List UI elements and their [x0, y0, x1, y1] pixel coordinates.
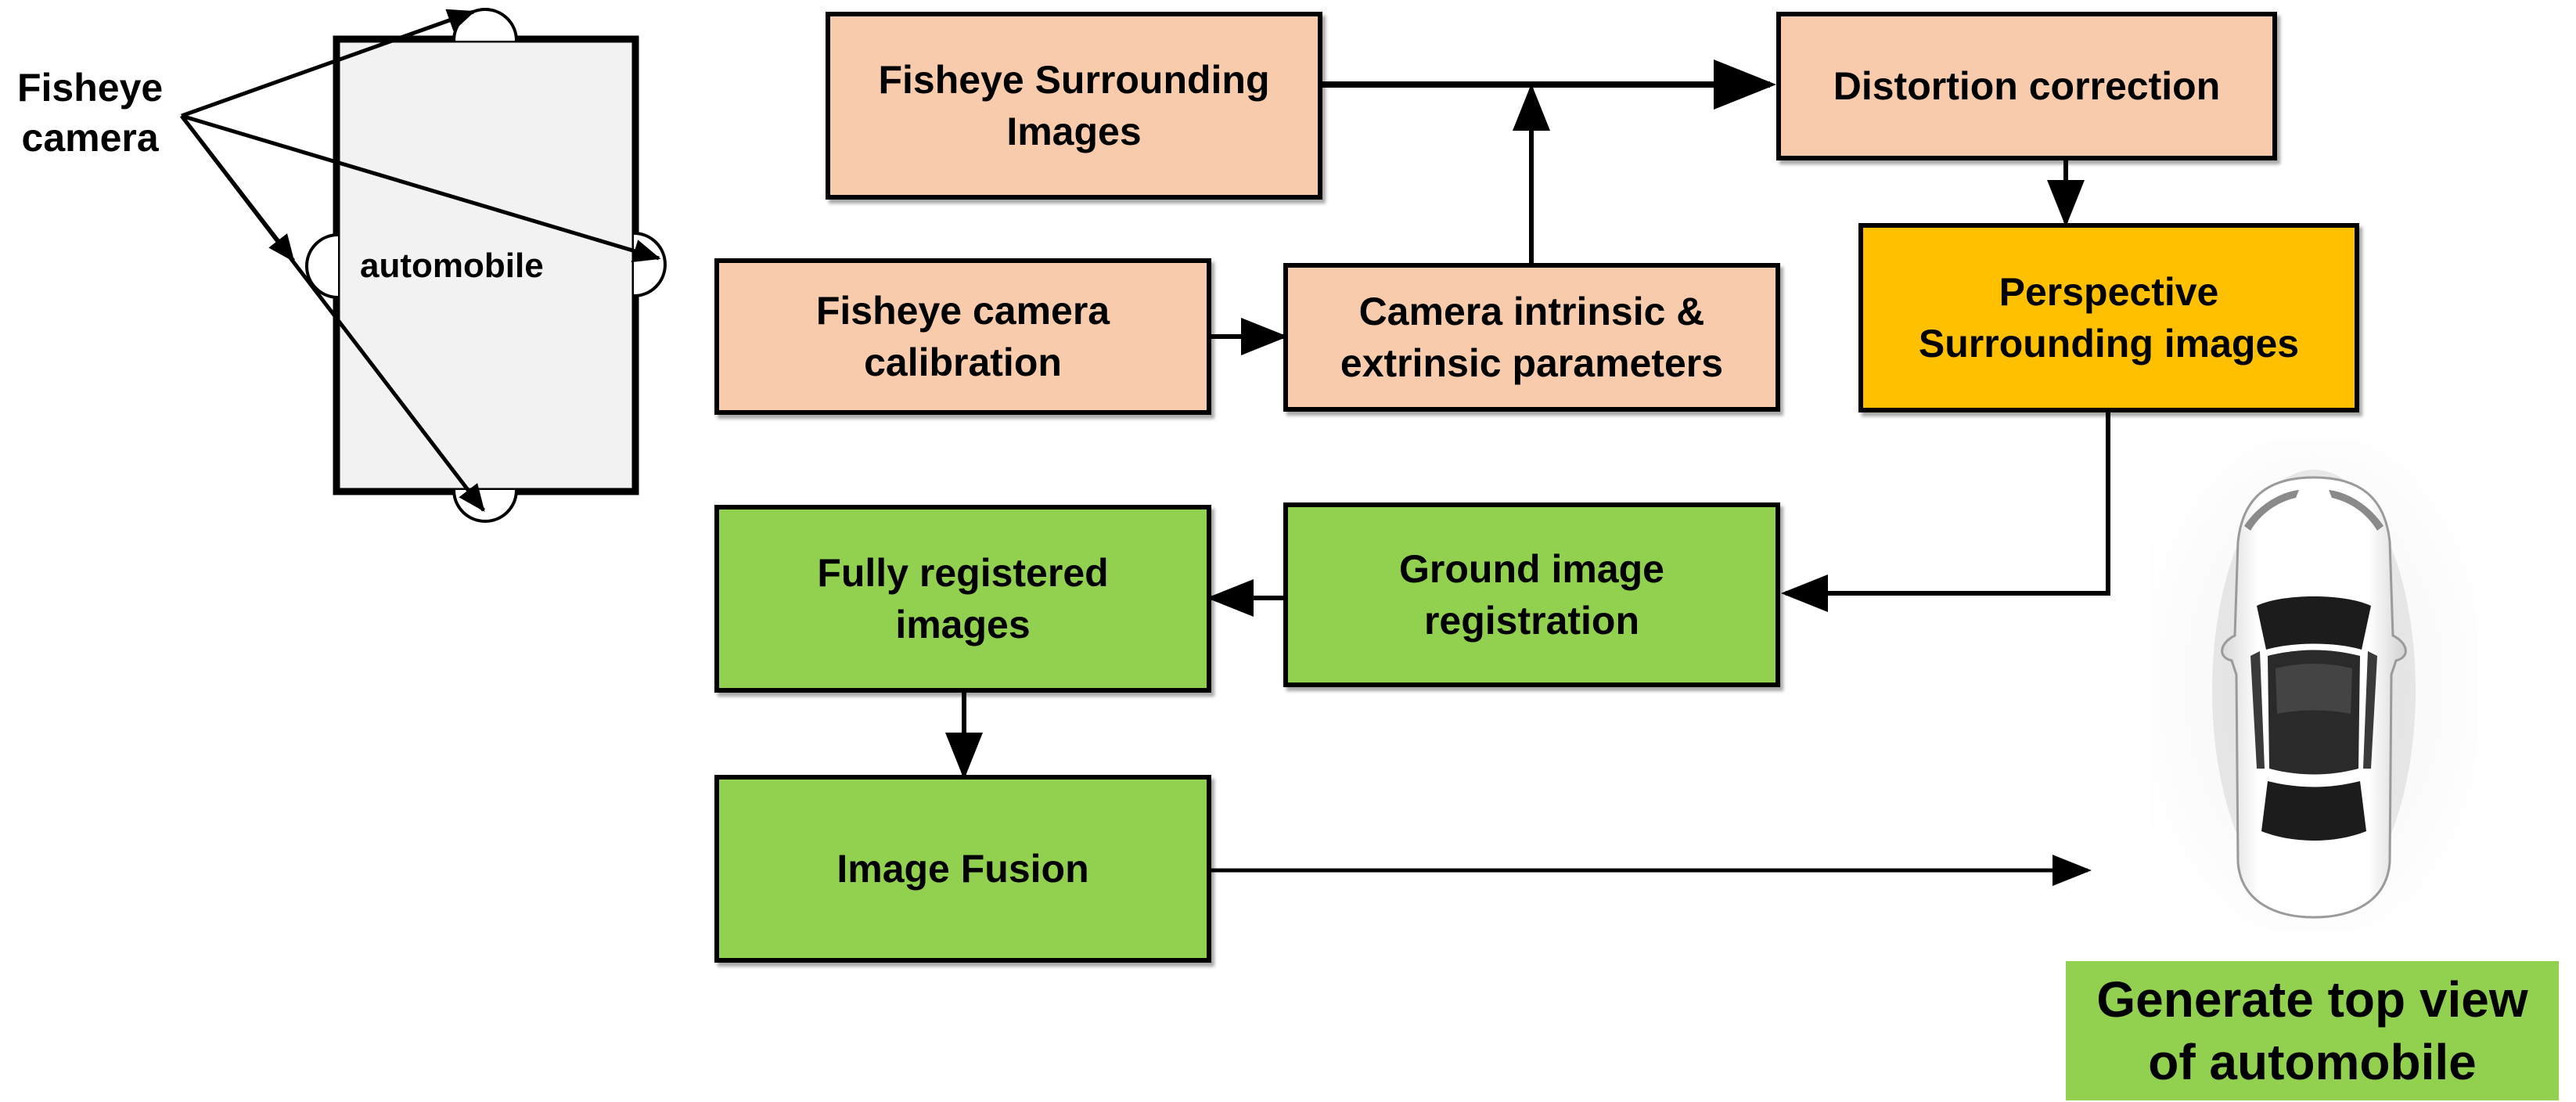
- camera-label-line-1: Fisheye: [17, 66, 164, 110]
- output-label-line-2: of automobile: [2148, 1034, 2477, 1090]
- flow-arrows: [945, 59, 2110, 886]
- ground-registration-line-2: registration: [1423, 599, 1640, 643]
- perspective-images-line-2: Surrounding images: [1918, 322, 2300, 366]
- fully-registered-line-2: images: [895, 603, 1031, 646]
- pointer-bottom: [180, 114, 485, 512]
- camera-parameters-line-2: extrinsic parameters: [1340, 341, 1724, 385]
- camera-calibration-box: Fisheye camera calibration: [714, 258, 1211, 415]
- fisheye-images-line-1: Fisheye Surrounding: [878, 58, 1270, 102]
- camera-calibration-line-1: Fisheye camera: [815, 289, 1110, 333]
- output-label-line-1: Generate top view: [2096, 971, 2528, 1028]
- distortion-correction-line-1: Distortion correction: [1833, 64, 2221, 108]
- car-top-view-icon: [2150, 440, 2477, 931]
- perspective-images-line-1: Perspective: [1999, 270, 2219, 314]
- camera-parameters-line-1: Camera intrinsic &: [1358, 290, 1705, 333]
- camera-semicircle-right: [633, 232, 667, 297]
- pointer-right: [181, 113, 661, 263]
- camera-parameters-box: Camera intrinsic & extrinsic parameters: [1283, 263, 1780, 412]
- output-label: Generate top view of automobile: [2066, 961, 2559, 1100]
- arrow-perspective-to-registration: [1781, 412, 2110, 612]
- camera-pointer-arrows: [180, 9, 661, 512]
- fisheye-images-line-2: Images: [1006, 110, 1142, 153]
- distortion-correction-box: Distortion correction: [1776, 12, 2277, 160]
- camera-calibration-line-2: calibration: [864, 340, 1062, 384]
- camera-semicircle-bottom: [452, 489, 518, 523]
- automobile-label: automobile: [360, 247, 544, 285]
- automobile-rect: [333, 35, 639, 495]
- camera-semicircle-left: [305, 233, 339, 299]
- camera-label-line-2: camera: [21, 116, 159, 160]
- ground-registration-box: Ground image registration: [1283, 502, 1780, 687]
- pointer-top: [181, 9, 476, 118]
- ground-registration-line-1: Ground image: [1399, 547, 1664, 591]
- image-fusion-box: Image Fusion: [714, 775, 1211, 963]
- fisheye-camera-label: Fisheye camera: [17, 63, 163, 163]
- fully-registered-line-1: Fully registered: [817, 551, 1109, 595]
- fully-registered-box: Fully registered images: [714, 505, 1211, 693]
- image-fusion-line-1: Image Fusion: [836, 847, 1089, 891]
